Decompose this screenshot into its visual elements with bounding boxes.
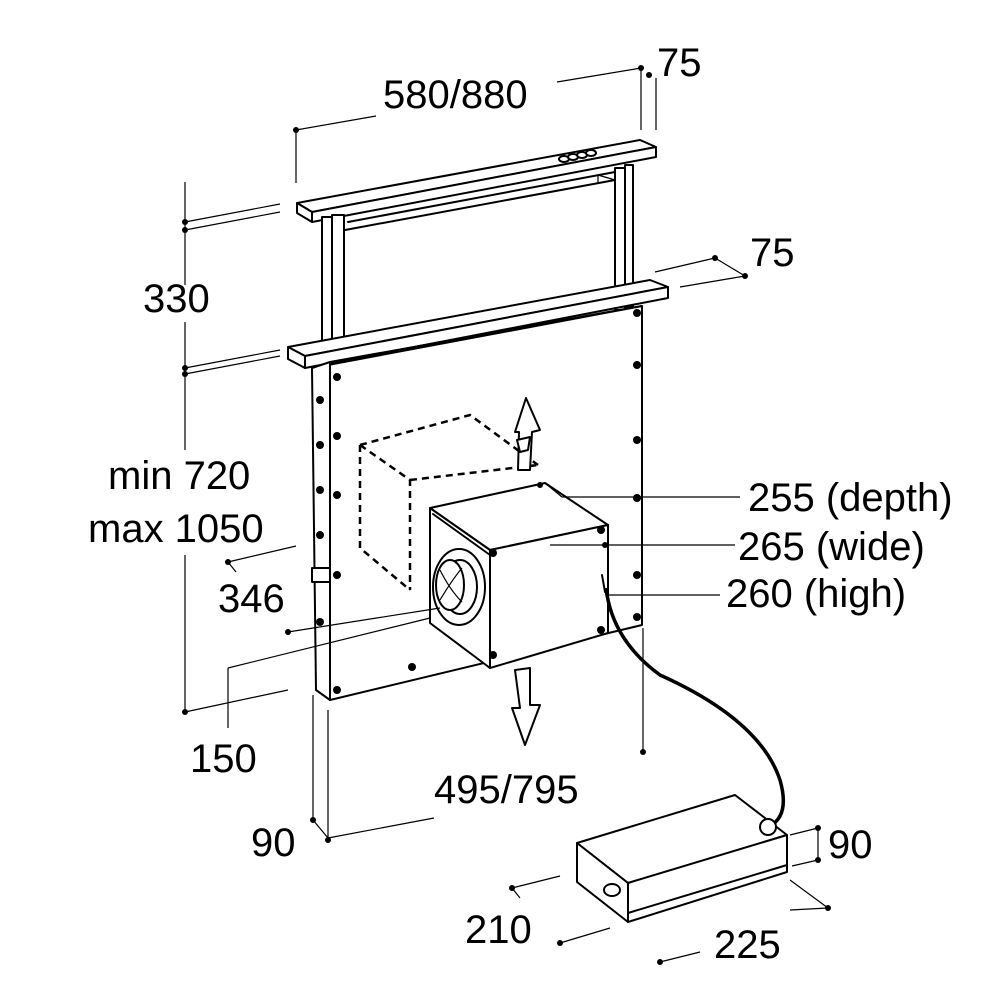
airflow-down-arrow xyxy=(511,667,541,746)
power-cable xyxy=(604,587,786,828)
label-depth-top: 75 xyxy=(657,41,702,85)
label-height-upper: 330 xyxy=(143,277,210,321)
label-height-min: min 720 xyxy=(108,454,250,498)
label-box-height: 90 xyxy=(828,823,873,867)
hood-top-bar xyxy=(296,139,657,223)
motor-unit xyxy=(429,482,609,669)
label-motor-wide: 265 (wide) xyxy=(738,525,925,569)
label-width-bottom: 495/795 xyxy=(434,768,579,812)
label-depth-mid: 75 xyxy=(750,231,795,275)
label-box-width: 225 xyxy=(714,923,781,967)
label-width-top: 580/880 xyxy=(383,73,528,117)
label-offset-150: 150 xyxy=(190,737,257,781)
label-height-max: max 1050 xyxy=(88,507,264,551)
label-offset-346: 346 xyxy=(218,577,285,621)
motor-alternative-position xyxy=(358,413,539,591)
label-box-depth: 210 xyxy=(465,908,532,952)
label-motor-depth: 255 (depth) xyxy=(748,476,953,520)
control-box xyxy=(576,794,788,923)
label-motor-high: 260 (high) xyxy=(726,572,906,616)
hood-worktop-frame xyxy=(287,279,669,369)
label-offset-90: 90 xyxy=(251,821,296,865)
dimension-lines xyxy=(182,65,831,965)
airflow-up-arrow xyxy=(514,397,541,471)
